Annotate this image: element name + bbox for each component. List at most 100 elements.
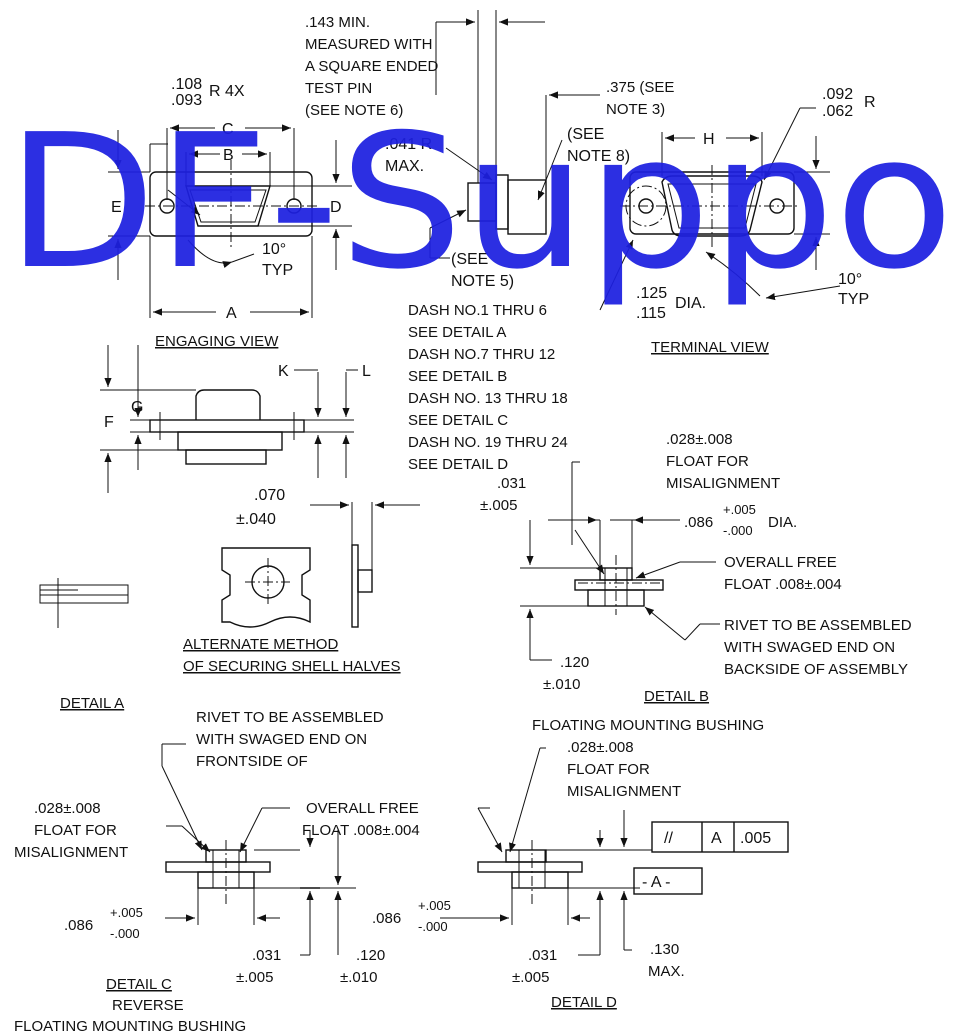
terminal-angle-10: 10° xyxy=(838,271,862,288)
gdt-tolerance: .005 xyxy=(740,830,771,847)
dim-070-tol: ±.040 xyxy=(236,511,276,528)
note-375-line1: .375 (SEE xyxy=(606,79,674,96)
dash-note-3: DASH NO.7 THRU 12 xyxy=(408,346,555,363)
detail-b-drawing xyxy=(520,461,720,661)
detail-d-float-028: .028±.008 xyxy=(567,739,634,756)
section-flange xyxy=(149,419,305,433)
dim-070: .070 xyxy=(254,487,285,504)
detail-a-title: DETAIL A xyxy=(60,695,124,712)
detail-c-031: .031 xyxy=(252,947,281,964)
note-375-line2: NOTE 3) xyxy=(606,101,665,118)
detail-c-title: DETAIL C xyxy=(106,976,172,993)
radius-092: .092 xyxy=(822,86,853,103)
terminal-angle-typ: TYP xyxy=(838,291,869,308)
detail-d-086-plus: +.005 xyxy=(418,898,451,913)
detail-b-misalignment: MISALIGNMENT xyxy=(666,475,780,492)
detail-d-130-max: MAX. xyxy=(648,963,685,980)
dia-115: .115 xyxy=(636,305,666,322)
side-profile-view xyxy=(429,10,634,311)
detail-c-float-for: FLOAT FOR xyxy=(34,822,117,839)
note-measured-2: A SQUARE ENDED xyxy=(305,58,439,75)
detail-c-rivet-3: FRONTSIDE OF xyxy=(196,753,308,770)
detail-d-130: .130 xyxy=(650,941,679,958)
terminal-view xyxy=(620,107,841,301)
watermark-text: DF-Suppo xyxy=(6,94,954,310)
detail-c-120: .120 xyxy=(356,947,385,964)
detail-c-subtitle-2: FLOATING MOUNTING BUSHING xyxy=(14,1018,246,1035)
gdt-datum-ref: A xyxy=(711,830,722,847)
dim-l-label: L xyxy=(362,363,371,380)
note8-line2: NOTE 8) xyxy=(567,148,630,165)
detail-b-086-plus: +.005 xyxy=(723,502,756,517)
side-section-fgkl xyxy=(100,345,358,493)
radius-093: .093 xyxy=(171,92,202,109)
note-measured-1: MEASURED WITH xyxy=(305,36,433,53)
dim-b-label: B xyxy=(223,147,234,164)
detail-b-086-minus: -.000 xyxy=(723,523,753,538)
detail-b-overall-free: OVERALL FREE xyxy=(724,554,837,571)
detail-d-float-for: FLOAT FOR xyxy=(567,761,650,778)
detail-d-031-tol: ±.005 xyxy=(512,969,549,986)
engaging-view-title: ENGAGING VIEW xyxy=(155,333,279,350)
dia-125: .125 xyxy=(636,285,667,302)
detail-c-086: .086 xyxy=(64,917,93,934)
radius-4x-label: R 4X xyxy=(209,83,245,100)
dim-d-label: D xyxy=(330,199,342,216)
note5-line2: NOTE 5) xyxy=(451,273,514,290)
terminal-d-shell xyxy=(661,175,763,237)
detail-d-086-minus: -.000 xyxy=(418,919,448,934)
float-008-shared: FLOAT .008±.004 xyxy=(302,822,420,839)
gdt-feature-control-frame xyxy=(651,821,789,853)
detail-b-title: DETAIL B xyxy=(644,688,709,705)
radius-r: R xyxy=(864,94,876,111)
detail-b-rivet-1: RIVET TO BE ASSEMBLED xyxy=(724,617,912,634)
detail-d-031: .031 xyxy=(528,947,557,964)
dash-note-4: SEE DETAIL B xyxy=(408,368,507,385)
dim-a-label: A xyxy=(226,305,237,322)
detail-b-float-for: FLOAT FOR xyxy=(666,453,749,470)
detail-d-title: DETAIL D xyxy=(551,994,617,1011)
detail-c-rivet-2: WITH SWAGED END ON xyxy=(196,731,367,748)
dash-note-8: SEE DETAIL D xyxy=(408,456,508,473)
radius-041: .041 R xyxy=(385,136,432,153)
dia-label: DIA. xyxy=(675,295,706,312)
dim-c-label: C xyxy=(222,121,234,138)
detail-a-drawing xyxy=(39,578,129,628)
detail-d-flange xyxy=(477,861,583,873)
note-measured-3: TEST PIN xyxy=(305,80,372,97)
detail-d-drawing xyxy=(440,747,789,956)
engaging-view xyxy=(108,124,352,318)
gdt-parallel-symbol: // xyxy=(664,830,673,847)
radius-041-max: MAX. xyxy=(385,158,424,175)
detail-b-120: .120 xyxy=(560,654,589,671)
engaging-angle-typ: TYP xyxy=(262,262,293,279)
dim-k-label: K xyxy=(278,363,289,380)
detail-b-flange xyxy=(574,579,664,591)
side-shell xyxy=(507,179,547,235)
radius-062: .062 xyxy=(822,103,853,120)
overall-free-shared: OVERALL FREE xyxy=(306,800,419,817)
detail-c-120-tol: ±.010 xyxy=(340,969,377,986)
detail-b-float-028: .028±.008 xyxy=(666,431,733,448)
dim-e-label: E xyxy=(111,199,122,216)
terminal-view-title: TERMINAL VIEW xyxy=(651,339,770,356)
datum-a-box xyxy=(633,867,703,895)
alternate-method-drawing xyxy=(221,501,420,628)
dim-g-label: G xyxy=(131,399,143,416)
detail-c-float-028: .028±.008 xyxy=(34,800,101,817)
detail-c-086-minus: -.000 xyxy=(110,926,140,941)
note8-line1: (SEE xyxy=(567,126,604,143)
note-measured-4: (SEE NOTE 6) xyxy=(305,102,403,119)
detail-c-031-tol: ±.005 xyxy=(236,969,273,986)
dash-note-5: DASH NO. 13 THRU 18 xyxy=(408,390,568,407)
alternate-method-title-2: OF SECURING SHELL HALVES xyxy=(183,658,401,675)
detail-b-031-tol: ±.005 xyxy=(480,497,517,514)
dim-f-label: F xyxy=(104,414,114,431)
alternate-method-title-1: ALTERNATE METHOD xyxy=(183,636,338,653)
detail-c-drawing xyxy=(161,743,356,956)
detail-b-086: .086 xyxy=(684,514,713,531)
dash-note-7: DASH NO. 19 THRU 24 xyxy=(408,434,568,451)
shell-half-outline xyxy=(221,547,311,628)
annotations: .108 .093 R 4X C B E D 10° TYP A ENGAGIN… xyxy=(14,14,912,1035)
detail-b-subtitle: FLOATING MOUNTING BUSHING xyxy=(532,717,764,734)
